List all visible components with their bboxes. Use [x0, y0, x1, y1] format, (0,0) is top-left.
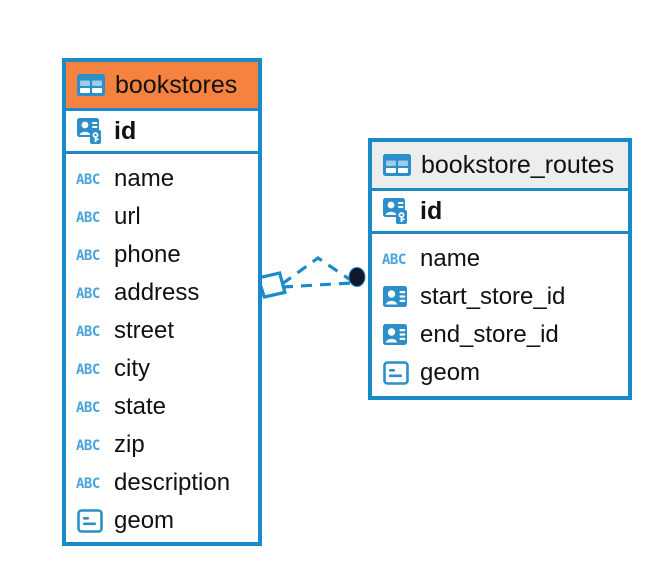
- primary-key-badge-icon: [382, 197, 412, 225]
- abc-text-icon: ABC: [76, 358, 106, 380]
- primary-key-badge-icon: [76, 117, 106, 145]
- column-label: address: [114, 279, 200, 306]
- column-row-name[interactable]: ABC name: [372, 240, 628, 278]
- svg-text:ABC: ABC: [76, 438, 100, 454]
- entity-title: bookstore_routes: [421, 150, 615, 179]
- column-label: state: [114, 393, 167, 420]
- column-row-description[interactable]: ABC description: [66, 464, 258, 502]
- entity-bookstores[interactable]: bookstores id: [62, 58, 262, 546]
- abc-text-icon: ABC: [76, 206, 106, 228]
- svg-text:ABC: ABC: [76, 324, 100, 340]
- column-row-url[interactable]: ABC url: [66, 198, 258, 236]
- abc-text-icon: ABC: [382, 248, 412, 270]
- column-row-name[interactable]: ABC name: [66, 160, 258, 198]
- filled-circle-icon: [348, 267, 366, 287]
- column-row-state[interactable]: ABC state: [66, 388, 258, 426]
- svg-text:ABC: ABC: [76, 248, 100, 264]
- column-row-geom[interactable]: geom: [66, 502, 258, 540]
- svg-text:ABC: ABC: [76, 476, 100, 492]
- abc-text-icon: ABC: [76, 282, 106, 304]
- abc-text-icon: ABC: [76, 434, 106, 456]
- column-row-end-store-id[interactable]: end_store_id: [372, 316, 628, 354]
- foreign-key-badge-icon: [382, 321, 412, 349]
- entity-bookstore-routes[interactable]: bookstore_routes id: [368, 138, 632, 400]
- diamond-open-icon: [256, 271, 287, 299]
- column-label: name: [114, 165, 175, 192]
- abc-text-icon: ABC: [76, 168, 106, 190]
- primary-key-row[interactable]: id: [66, 108, 258, 154]
- column-row-phone[interactable]: ABC phone: [66, 236, 258, 274]
- primary-key-row[interactable]: id: [372, 188, 628, 234]
- foreign-key-badge-icon: [382, 283, 412, 311]
- column-label: description: [114, 469, 231, 496]
- connector-line-lower: [281, 281, 353, 289]
- geometry-icon: [76, 508, 106, 534]
- column-row-zip[interactable]: ABC zip: [66, 426, 258, 464]
- column-row-start-store-id[interactable]: start_store_id: [372, 278, 628, 316]
- column-list: ABC name start_store_id: [372, 234, 628, 400]
- abc-text-icon: ABC: [76, 320, 106, 342]
- column-label: city: [114, 355, 150, 382]
- column-label: phone: [114, 241, 181, 268]
- column-label: street: [114, 317, 175, 344]
- svg-text:ABC: ABC: [76, 172, 100, 188]
- column-label: start_store_id: [420, 283, 566, 310]
- column-label: end_store_id: [420, 321, 559, 348]
- primary-key-label: id: [420, 196, 443, 225]
- column-row-address[interactable]: ABC address: [66, 274, 258, 312]
- abc-text-icon: ABC: [76, 472, 106, 494]
- column-label: geom: [114, 507, 175, 534]
- geometry-icon: [382, 360, 412, 386]
- entity-title: bookstores: [115, 70, 238, 99]
- column-row-city[interactable]: ABC city: [66, 350, 258, 388]
- connector-line-upper: [281, 256, 353, 286]
- svg-text:ABC: ABC: [76, 286, 100, 302]
- svg-text:ABC: ABC: [76, 400, 100, 416]
- column-list: ABC name ABC url ABC p: [66, 154, 258, 548]
- entity-header-bookstores[interactable]: bookstores: [66, 62, 258, 108]
- svg-text:ABC: ABC: [76, 210, 100, 226]
- entity-header-bookstore-routes[interactable]: bookstore_routes: [372, 142, 628, 188]
- abc-text-icon: ABC: [76, 244, 106, 266]
- table-grid-icon: [76, 73, 106, 97]
- column-row-street[interactable]: ABC street: [66, 312, 258, 350]
- column-label: zip: [114, 431, 145, 458]
- column-label: geom: [420, 359, 481, 386]
- svg-text:ABC: ABC: [76, 362, 100, 378]
- primary-key-label: id: [114, 116, 137, 145]
- abc-text-icon: ABC: [76, 396, 106, 418]
- column-label: name: [420, 245, 481, 272]
- column-label: url: [114, 203, 141, 230]
- table-grid-icon: [382, 153, 412, 177]
- column-row-geom[interactable]: geom: [372, 354, 628, 392]
- svg-text:ABC: ABC: [382, 252, 406, 268]
